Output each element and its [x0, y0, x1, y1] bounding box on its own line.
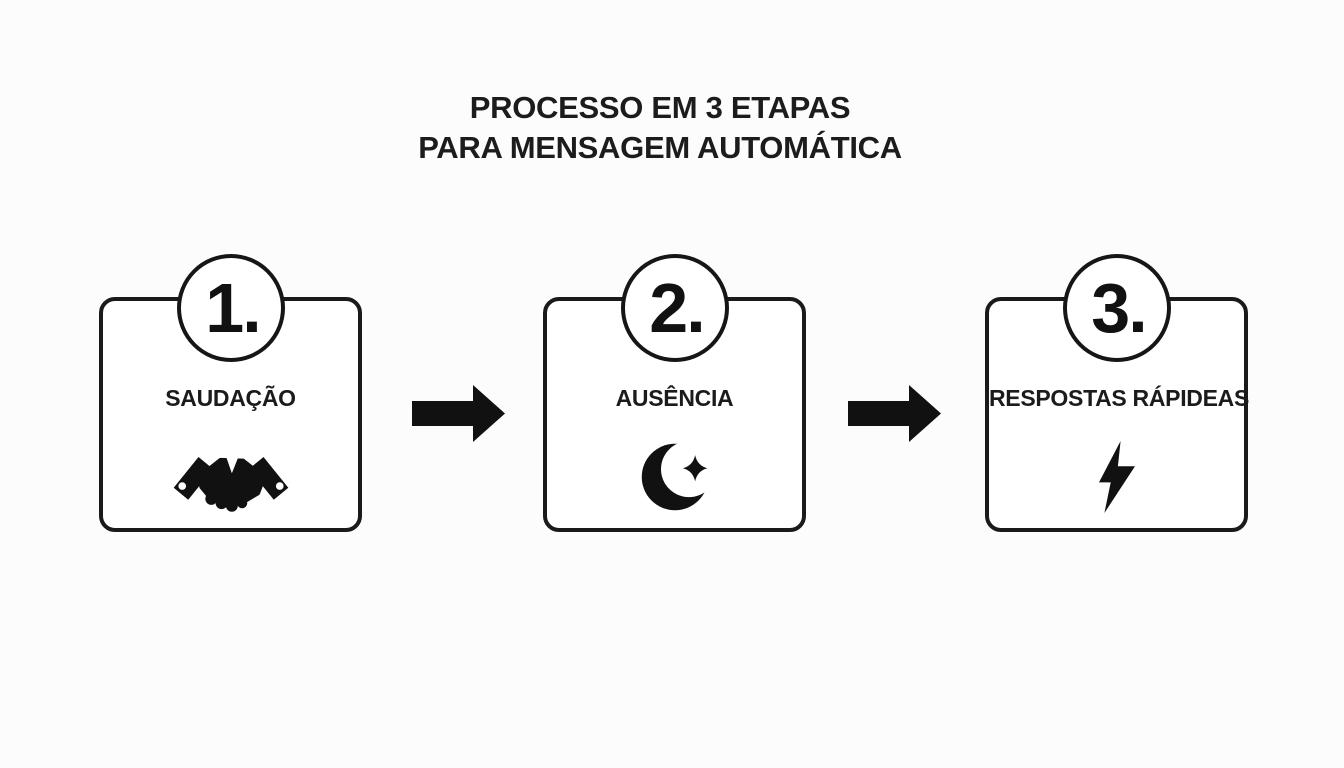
step-number-badge: 1. — [176, 254, 285, 362]
page-title-line-2: PARA MENSAGEM AUTOMÁTICA — [418, 130, 902, 165]
handshake-icon — [173, 450, 288, 512]
step-label: RESPOSTAS RÁPIDEAS — [989, 385, 1249, 411]
page-title: PROCESSO EM 3 ETAPAS PARA MENSAGEM AUTOM… — [0, 88, 1332, 168]
page-title-line-1: PROCESSO EM 3 ETAPAS — [469, 90, 851, 125]
step-number-badge: 3. — [1062, 254, 1171, 362]
step-label: SAUDAÇÃO — [165, 385, 296, 411]
crescent-moon-icon — [641, 442, 710, 511]
step-box-respostas-rapidas: 3. RESPOSTAS RÁPIDEAS — [985, 254, 1249, 532]
step-box-ausencia: 2. AUSÊNCIA — [543, 254, 806, 532]
step-number: 2. — [649, 269, 705, 347]
arrow-right-icon — [412, 385, 505, 442]
lightning-bolt-icon — [1098, 441, 1135, 513]
step-number-badge: 2. — [620, 254, 729, 362]
step-label: AUSÊNCIA — [615, 385, 734, 411]
step-number: 3. — [1091, 269, 1147, 347]
step-number: 1. — [205, 269, 261, 347]
arrow-right-icon — [848, 385, 941, 442]
step-box-saudacao: 1. SAUDAÇÃO — [99, 254, 362, 532]
